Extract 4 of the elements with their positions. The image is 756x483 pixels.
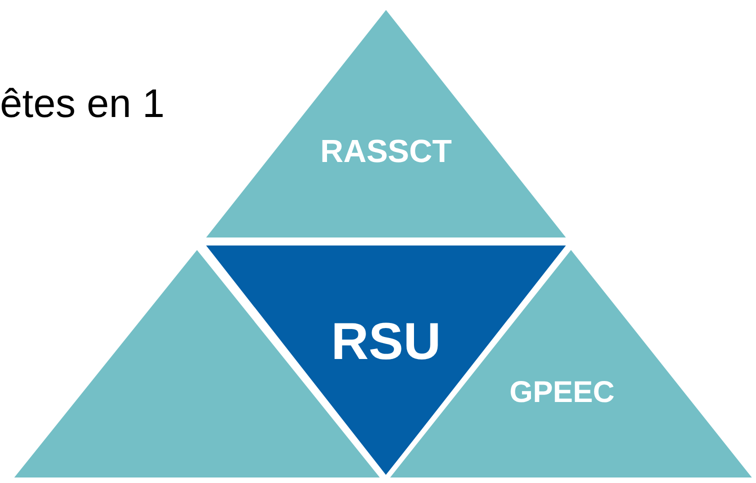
slide-text: êtes en 1 <box>0 81 165 128</box>
triangle-label: RSU <box>331 316 441 368</box>
triangle-label: RASSCT <box>320 135 452 167</box>
triangle-label: GPEEC <box>509 378 615 408</box>
